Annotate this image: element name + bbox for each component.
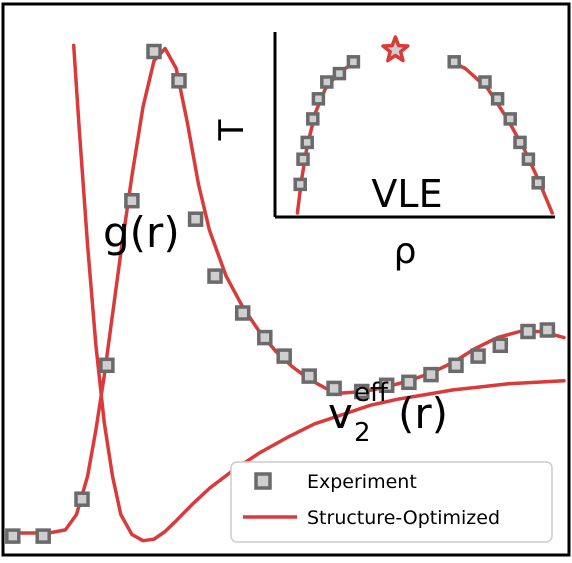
main-experiment-point — [187, 211, 204, 227]
inset-plot — [293, 35, 554, 215]
inset-experiment-point — [306, 112, 320, 126]
main-experiment-point — [470, 348, 486, 364]
legend-label-experiment: Experiment — [307, 471, 417, 493]
inset-experiment-point — [293, 177, 307, 192]
inset-xlabel: ρ — [394, 231, 417, 272]
inset-experiment-point — [513, 135, 527, 150]
inset-experiment-point — [300, 135, 314, 150]
veff-main: v — [328, 389, 353, 438]
main-experiment-point — [257, 329, 273, 346]
main-experiment-point — [539, 322, 556, 338]
gr-annotation: g(r) — [103, 208, 180, 257]
legend-square-marker — [254, 472, 272, 490]
inset-experiment-point — [346, 55, 361, 69]
legend-box — [230, 461, 553, 543]
main-experiment-point — [146, 43, 162, 60]
main-experiment-point — [378, 377, 395, 394]
main-experiment-point — [171, 73, 187, 89]
main-experiment-point — [448, 357, 464, 374]
main-experiment-point — [276, 348, 292, 364]
legend: Experiment Structure-Optimized — [230, 461, 553, 543]
inset-experiment-point — [503, 112, 517, 126]
main-experiment-point — [520, 323, 536, 340]
inset-experiment-point — [296, 152, 310, 166]
inset-ylabel: T — [212, 119, 252, 141]
veff-subscript: 2 — [354, 418, 371, 448]
main-experiment-point — [326, 380, 342, 397]
inset-experiment-point — [332, 66, 347, 81]
inset-experiment-point — [531, 176, 545, 190]
veff-annotation: v 2 eff (r) — [328, 378, 448, 448]
main-experiment-point — [99, 357, 115, 374]
main-experiment-point — [301, 368, 317, 384]
inset-experiment-point — [490, 92, 505, 106]
main-fit-line-2 — [71, 43, 566, 543]
main-experiment-point — [124, 192, 140, 209]
main-experiment-point — [423, 366, 439, 383]
inset-experiment-point — [320, 75, 334, 89]
inset-experiment-point — [311, 92, 326, 106]
main-experiment-point — [207, 268, 223, 284]
inset-annotation: VLE — [371, 172, 442, 216]
veff-tail: (r) — [398, 389, 448, 438]
main-experiment-point — [492, 337, 509, 354]
veff-superscript: eff — [354, 378, 389, 408]
legend-label-structure-optimized: Structure-Optimized — [307, 507, 500, 529]
main-experiment-point — [5, 528, 21, 544]
main-plot — [5, 43, 566, 544]
main-experiment-point — [35, 528, 51, 544]
inset-fit-line-3 — [449, 60, 554, 215]
critical-point-star — [381, 35, 410, 63]
inset-experiment-point — [447, 55, 461, 69]
inset-experiment-point — [478, 75, 492, 89]
main-experiment-point — [354, 383, 370, 400]
inset-experiment-point — [521, 152, 536, 166]
main-experiment-point — [234, 305, 251, 321]
main-experiment-point — [74, 491, 90, 507]
main-experiment-point — [401, 374, 417, 391]
